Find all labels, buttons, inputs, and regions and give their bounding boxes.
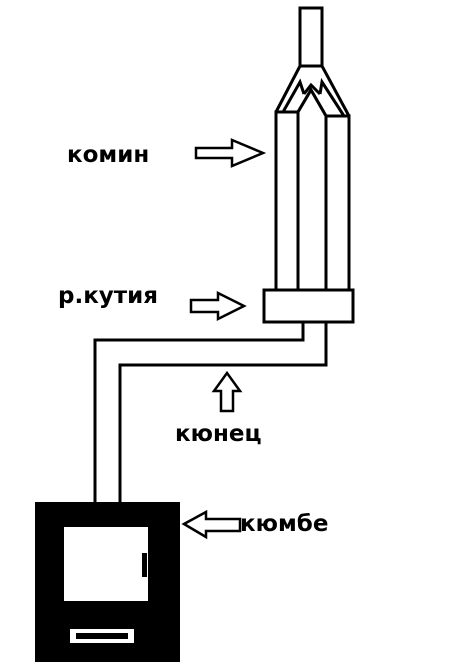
arrows	[181, 138, 267, 540]
label-chimney: комин	[67, 142, 149, 168]
connector-pipe-outer-wall	[93, 322, 305, 502]
chimney-tube-middle	[296, 87, 328, 292]
right-arrow-icon	[189, 290, 247, 322]
stove-door-handle	[142, 553, 147, 577]
right-arrow-icon	[194, 138, 267, 168]
label-cleaning-box: р.кутия	[58, 283, 158, 309]
connector-pipe-inner-wall	[118, 322, 328, 502]
connector-pipe	[93, 322, 328, 502]
stove-ash-slot-inner	[76, 633, 128, 639]
chimney-flare-outer	[274, 65, 351, 117]
stove	[35, 502, 180, 662]
chimney-flare-inner	[281, 64, 346, 117]
label-stove: кюмбе	[240, 511, 328, 537]
chimney-top-cap	[298, 6, 324, 68]
chimney-tube-right	[324, 114, 351, 292]
stove-window	[64, 527, 148, 601]
cleaning-box	[262, 288, 355, 324]
chimney-tubes	[274, 87, 351, 292]
chimney-top-pipe	[274, 6, 351, 117]
chimney-tube-left	[274, 110, 300, 292]
left-arrow-icon	[181, 509, 242, 540]
label-connector-pipe: кюнец	[175, 421, 262, 447]
up-arrow-icon	[211, 370, 243, 413]
